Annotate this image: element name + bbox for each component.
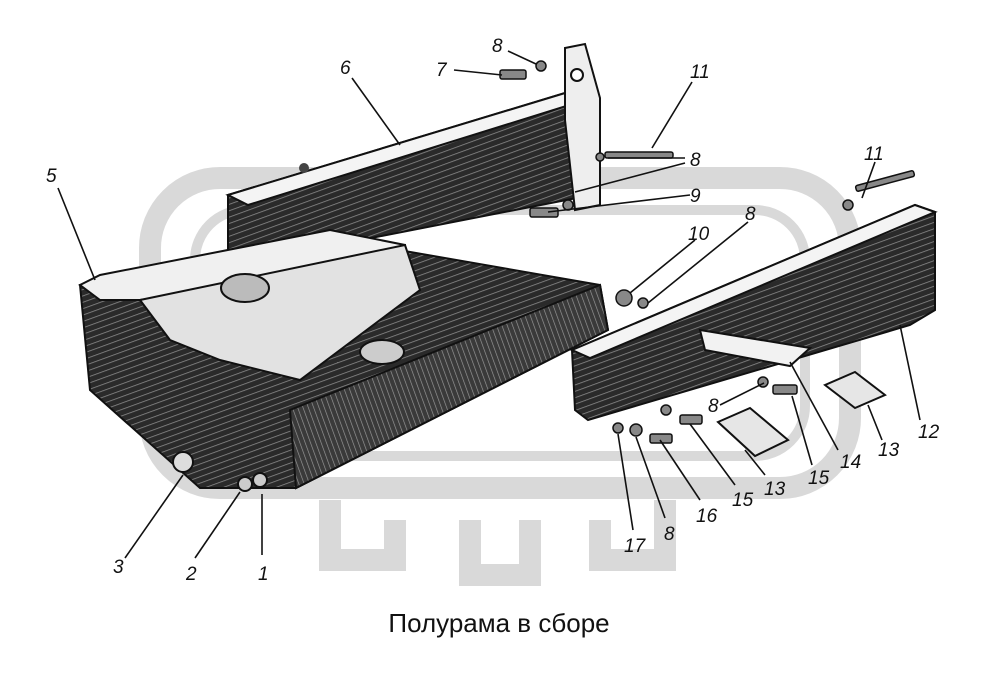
callout-11-top: 11 [690, 62, 710, 83]
callout-8-mid: 8 [690, 150, 701, 171]
callout-13-right: 13 [878, 440, 900, 461]
callout-15-lower: 15 [732, 490, 754, 511]
callout-8-lower: 8 [708, 396, 719, 417]
callout-17: 17 [624, 536, 647, 557]
extension-rail-part-12 [569, 203, 938, 422]
callout-16: 16 [696, 506, 718, 527]
callout-6: 6 [340, 58, 351, 79]
callout-9: 9 [690, 186, 701, 207]
callout-1: 1 [258, 564, 269, 585]
callout-8-top: 8 [492, 36, 503, 57]
callout-11-right: 11 [864, 144, 884, 165]
callout-7: 7 [436, 60, 448, 81]
fasteners [499, 60, 916, 444]
main-frame-part-5 [78, 228, 610, 492]
callout-8-right: 8 [745, 204, 756, 225]
bracket-part-13 [716, 370, 887, 458]
callout-13-lower: 13 [764, 479, 786, 500]
callout-2: 2 [185, 564, 197, 585]
callout-12: 12 [918, 422, 940, 443]
callout-15-right: 15 [808, 468, 830, 489]
callout-8-bottom: 8 [664, 524, 675, 545]
figure-caption: Полурама в сборе [388, 608, 610, 638]
callout-labels: 1 2 3 5 6 7 8 11 8 9 11 10 8 12 13 14 15… [46, 36, 940, 585]
callout-14: 14 [840, 452, 861, 473]
callout-10: 10 [688, 224, 710, 245]
leader-lines [57, 50, 921, 559]
upper-rail-part-6 [225, 42, 601, 264]
callout-3: 3 [113, 557, 124, 578]
callout-5: 5 [46, 166, 57, 187]
